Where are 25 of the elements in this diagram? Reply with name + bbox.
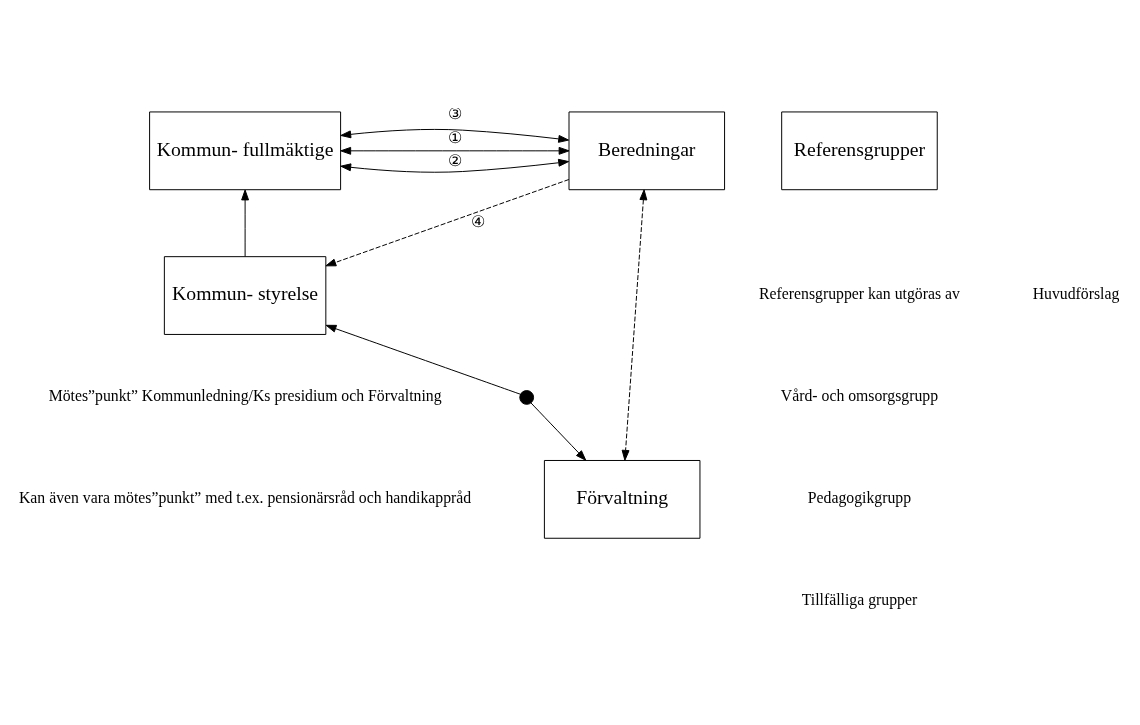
arrow [530, 402, 587, 461]
arrow [621, 188, 648, 461]
arrow [340, 146, 570, 155]
node-box: Kommun- styrelse [163, 255, 327, 335]
edge-label: ① [447, 128, 462, 146]
label: Huvudförslag [1032, 284, 1120, 302]
label: Tillfälliga grupper [801, 590, 918, 608]
label: Vård- och omsorgsgrupp [780, 386, 939, 404]
label: Referensgrupper kan utgöras av [759, 284, 960, 302]
node-box: Referensgrupper [781, 110, 938, 190]
label: Pedagogikgrupp [807, 488, 912, 506]
arrow [325, 178, 570, 266]
arrow [340, 128, 570, 143]
node-box: Beredningar [568, 110, 726, 190]
arrow [241, 189, 250, 257]
node-box: Kommun- fullmäktige [149, 110, 342, 190]
node-box: Förvaltning [543, 459, 701, 539]
label: Kan även vara mötes”punkt” med t.ex. pensionärsråd och handikappråd [18, 488, 472, 506]
arrow [325, 324, 521, 395]
edge-label: ④ [471, 212, 486, 230]
edge-label: ③ [447, 104, 462, 122]
label: Mötes”punkt” Kommunledning/Ks presidium och Förvaltning [48, 386, 442, 404]
arrow [340, 158, 570, 173]
node-circle [519, 389, 535, 405]
edge-label: ② [447, 151, 462, 169]
